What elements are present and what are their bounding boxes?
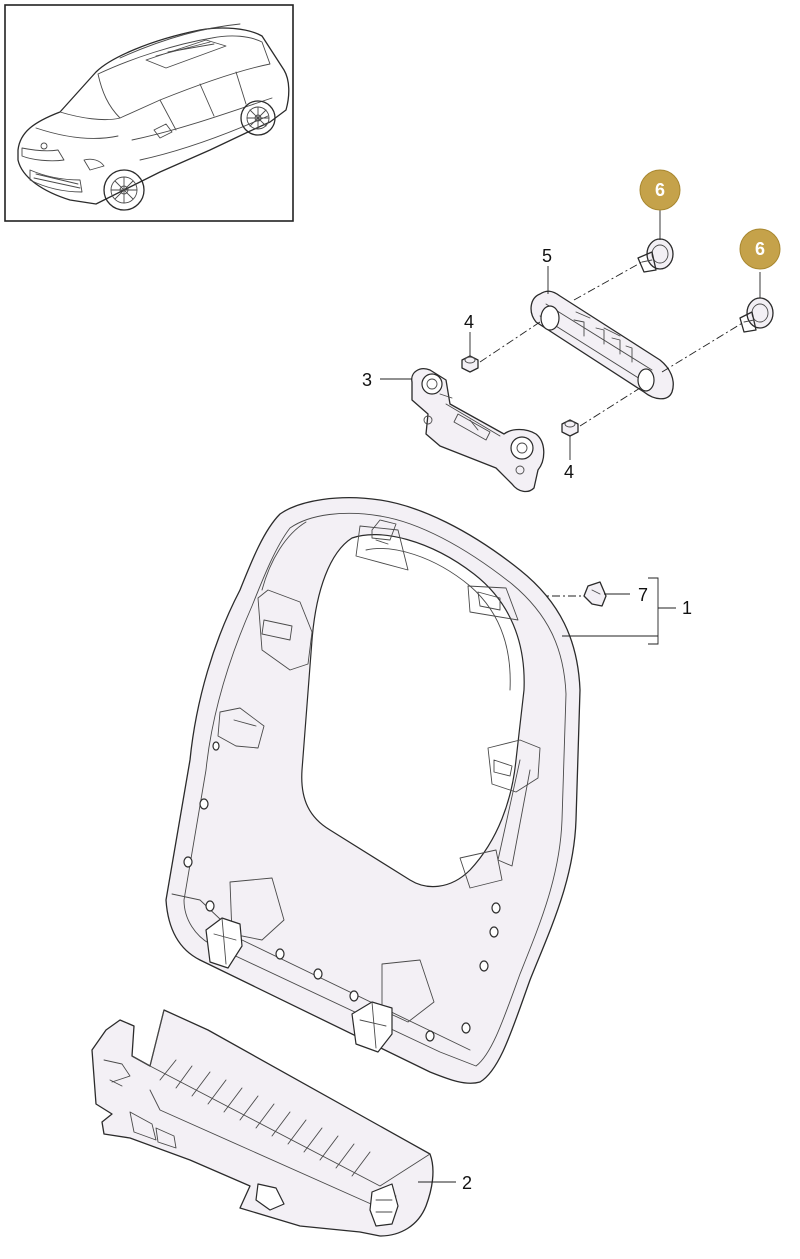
part-4-nut-upper [461,355,479,373]
leader-1-bracket [648,577,676,645]
callout-1: 1 [682,598,692,618]
badge-6-lower-label: 6 [755,239,765,259]
vehicle-thumbnail [4,4,294,222]
callout-5: 5 [542,246,552,266]
part-7-clip [583,581,607,607]
part-4-nut-lower [561,419,579,437]
leader-lines [380,210,761,1183]
badge-6-lower: 6 [739,228,781,270]
callout-4-lower: 4 [564,462,574,482]
badge-6-upper: 6 [639,169,681,211]
callouts: 1 2 3 4 4 5 7 6 6 [362,169,781,1193]
part-5-bracket [530,290,674,400]
thumbnail-frame [4,4,294,222]
part-6-clip-upper [637,238,674,273]
badge-6-upper-label: 6 [655,180,665,200]
callout-4-upper: 4 [464,312,474,332]
part-3-plate [411,368,545,493]
part-2-lower-trim [91,1009,434,1237]
part-1-backrest-panel [165,497,581,1084]
part-6-clip-lower [739,297,774,333]
callout-2: 2 [462,1173,472,1193]
callout-7: 7 [638,585,648,605]
panel-studs [183,741,501,1042]
suv-illustration [17,23,290,211]
callout-3: 3 [362,370,372,390]
